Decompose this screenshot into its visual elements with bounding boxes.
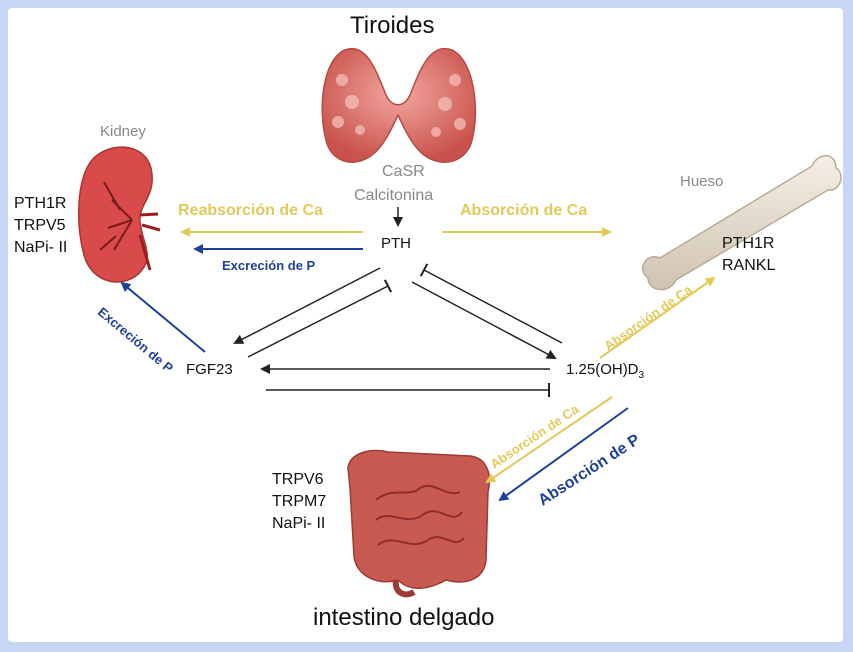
fgf23-node: FGF23 — [186, 361, 233, 378]
pth-node: PTH — [381, 235, 411, 252]
reabsorption-ca-label: Reabsorción de Ca — [178, 202, 323, 219]
kidney-label: Kidney — [100, 123, 146, 140]
excretion-p-top-label: Excreción de P — [222, 258, 316, 273]
casr-label: CaSR — [382, 163, 425, 180]
intestine-title: intestino delgado — [313, 604, 495, 631]
vitamin-d-node: 1.25(OH)D3 — [566, 362, 644, 381]
bone-label: Hueso — [680, 173, 724, 190]
vitamin-d-subscript: 3 — [638, 370, 645, 381]
kidney-receptor: TRPV5 — [14, 217, 66, 234]
calcitonin-label: Calcitonina — [354, 187, 434, 204]
bone-receptor: PTH1R — [722, 235, 775, 252]
bone-image — [642, 155, 842, 291]
intestine-receptor: NaPi- II — [272, 515, 326, 532]
absorption-ca-top-label: Absorción de Ca — [460, 202, 588, 219]
thyroid-image — [321, 47, 477, 163]
intestine-image — [347, 449, 491, 598]
intestine-receptor: TRPM7 — [272, 493, 327, 510]
kidney-receptor: PTH1R — [14, 195, 67, 212]
thyroid-title: Tiroides — [350, 12, 435, 39]
vitamin-d-text: 1.25(OH)D — [566, 361, 639, 378]
kidney-receptor: NaPi- II — [14, 239, 68, 256]
intestine-receptor: TRPV6 — [272, 471, 324, 488]
kidney-image — [78, 146, 161, 283]
bone-receptor: RANKL — [722, 257, 776, 274]
